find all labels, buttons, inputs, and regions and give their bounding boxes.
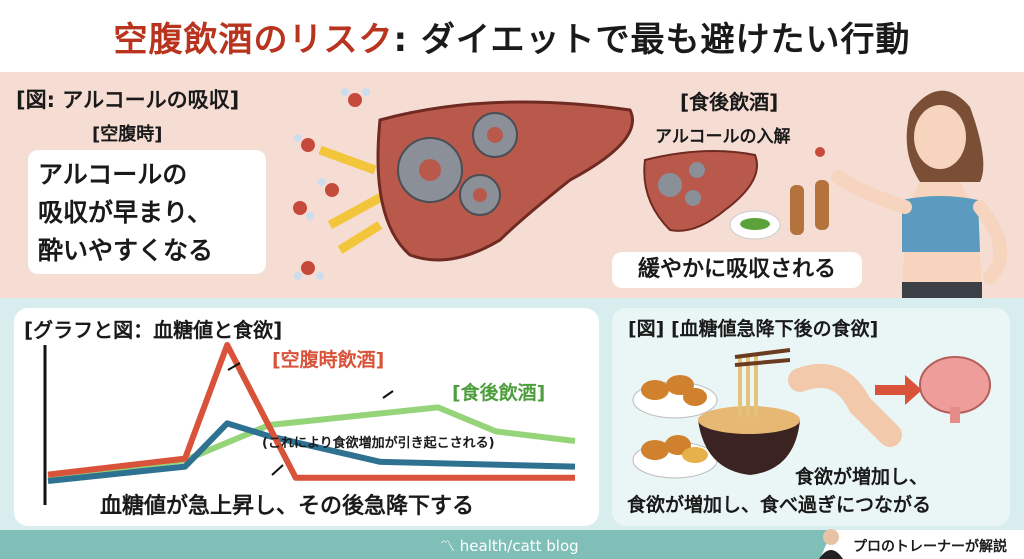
blood-sugar-chart: [43, 342, 576, 505]
after-meal-heading: [食後飲酒]: [680, 90, 779, 114]
empty-stomach-callout: アルコールの 吸収が早まり、 酔いやすくなる: [28, 150, 266, 274]
appetite-heading: [図] [血糖値急降下後の食欲]: [628, 318, 879, 340]
page-title: 空腹飲酒のリスク: ダイエットで最も避けたい行動: [113, 20, 911, 60]
brain-icon: [919, 356, 991, 414]
hand-icon: [788, 364, 902, 447]
arrow-icon: [318, 145, 388, 254]
ramen-bowl-icon: [698, 420, 800, 475]
liver-illustration: [293, 88, 634, 280]
series-line-1: [47, 420, 576, 484]
chart-logo-icon: 〽: [440, 537, 460, 555]
trainer-label: プロのトレーナーが解説: [853, 539, 1007, 555]
sports-top: [902, 196, 980, 252]
legend-empty-stomach: [空腹時飲酒]: [272, 349, 385, 371]
after-meal-illustration: [643, 147, 829, 240]
appetite-illustration: [632, 348, 991, 479]
appetite-note: (これにより食欲増加が引き起こされる): [262, 436, 495, 451]
graph-heading: [グラフと図：血糖値と食欲]: [24, 318, 283, 342]
after-meal-caption: 緩やかに吸収される: [612, 252, 862, 288]
series-line-0: [47, 342, 575, 481]
liver-icon: [643, 150, 758, 232]
after-meal-sub: アルコールの入解: [655, 127, 791, 147]
trainer-badge: [820, 530, 1024, 559]
graph-card: [14, 308, 599, 526]
brand-logo: 〽 health/catt blog: [440, 537, 579, 555]
empty-stomach-label: [空腹時]: [92, 124, 163, 145]
legend-after-meal: [食後飲酒]: [452, 382, 546, 404]
graph-caption: 血糖値が急上昇し、その後急降下する: [100, 494, 475, 519]
note-arrow: [271, 464, 284, 476]
appetite-line1: 食欲が増加し、: [795, 466, 929, 488]
appetite-line2: 食欲が増加し、食べ過ぎにつながる: [627, 494, 932, 516]
yakitori-icon: [790, 180, 829, 235]
alcohol-molecule-icons: [293, 88, 370, 280]
trainer-woman-illustration: [831, 90, 1008, 298]
absorption-heading: [図: アルコールの吸収]: [16, 88, 240, 112]
arrow-right-icon: [875, 375, 922, 405]
trainer-avatar: [819, 529, 843, 559]
